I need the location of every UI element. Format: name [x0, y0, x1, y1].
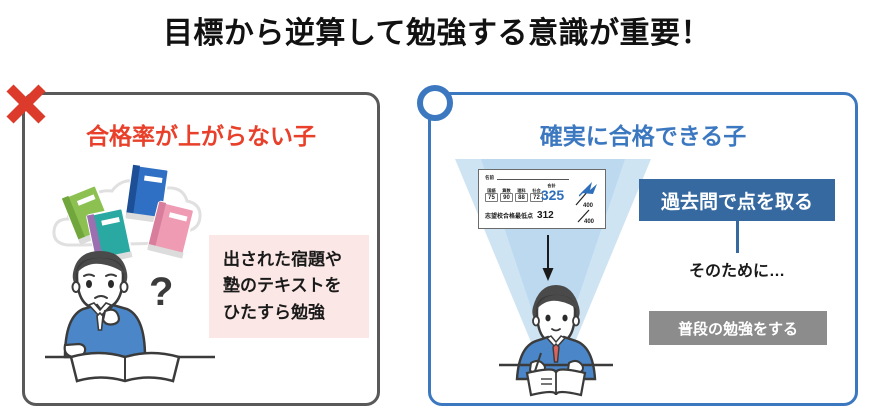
sheet-name-row: 名前	[485, 174, 569, 180]
subject-score: 88	[515, 193, 528, 203]
page-title: 目標から逆算して勉強する意識が重要！	[0, 8, 874, 52]
connector-note: そのために…	[688, 263, 785, 280]
subject-cell: 国語 75	[485, 188, 498, 203]
right-card-heading: 確実に合格できる子	[539, 123, 747, 149]
subject-cell: 理科 88	[515, 188, 528, 203]
subject-score: 72	[530, 193, 543, 203]
o-mark-icon	[417, 85, 453, 121]
gray-action-box: 普段の勉強をする	[649, 311, 827, 345]
page-title-rest: して勉強する意識が重要！	[345, 17, 712, 50]
left-card-heading: 合格率が上がらない子	[86, 123, 316, 149]
min-pass-fraction-slash	[577, 209, 590, 223]
subject-name: 算数	[502, 188, 511, 193]
subject-name: 社会	[532, 188, 541, 193]
page-title-accent: 目標から逆算	[162, 17, 346, 50]
total-score: 325	[540, 187, 565, 204]
min-pass-label: 志望校合格最低点	[485, 214, 534, 220]
left-card-negative-example: 合格率が上がらない子	[22, 92, 380, 406]
subject-cell: 算数 90	[500, 188, 513, 203]
note-line: 出された宿題や	[223, 250, 342, 269]
min-pass-row: 志望校合格最低点 312	[485, 210, 554, 221]
score-sheet: 名前 国語 75 算数 90 理科 88 社会 72 合計 325	[478, 169, 606, 229]
subject-name: 理科	[517, 188, 526, 193]
subject-score: 75	[485, 193, 498, 203]
sheet-name-rule	[497, 174, 569, 180]
studying-student-at-desk-icon	[499, 285, 613, 397]
note-line: ひたすら勉強	[223, 302, 325, 322]
subject-score: 90	[500, 193, 513, 203]
total-cell: 合計 325	[541, 183, 564, 202]
sparkle-burst-icon	[579, 182, 597, 197]
right-card-positive-example: 確実に合格できる子 名前 国語 75 算数 90 理科 88 社会	[428, 92, 858, 406]
blue-box-connector	[736, 221, 739, 253]
x-mark-icon	[6, 84, 46, 124]
blue-action-box: 過去問で点を取る	[639, 179, 835, 221]
svg-text:?: ?	[149, 270, 173, 314]
min-pass-max: 400	[584, 219, 595, 225]
gray-action-label: 普段の勉強をする	[677, 320, 798, 338]
sheet-subject-row: 国語 75 算数 90 理科 88 社会 72 合計 325	[485, 183, 564, 203]
min-pass-score: 312	[537, 210, 554, 221]
confused-student-with-books-icon: ?	[45, 164, 215, 383]
subject-name: 国語	[487, 188, 496, 193]
note-line: 塾のテキストを	[223, 276, 342, 296]
sheet-name-label: 名前	[485, 174, 494, 180]
total-label: 合計	[547, 183, 556, 188]
total-max: 400	[583, 203, 594, 209]
left-card-note: 出された宿題や 塾のテキストを ひたすら勉強	[209, 235, 369, 339]
blue-action-label: 過去問で点を取る	[660, 191, 813, 213]
subject-cell: 社会 72	[530, 188, 543, 203]
down-arrow-icon	[542, 235, 554, 281]
